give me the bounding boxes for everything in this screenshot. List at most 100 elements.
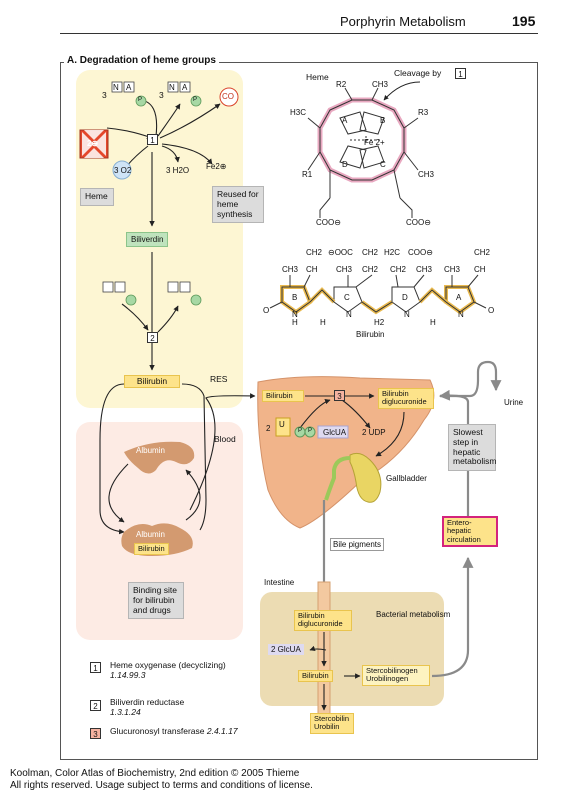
heme-fe: Fe 2+ xyxy=(364,138,385,147)
albumin-bottom-label: Albumin xyxy=(136,530,165,539)
step-1-box: 1 xyxy=(147,134,158,145)
liver-diglucuronide-box: Bilirubin diglucuronide xyxy=(378,388,434,409)
co-label: CO xyxy=(222,92,234,101)
br-n-4: N xyxy=(458,310,464,319)
gallbladder-shape xyxy=(349,452,382,503)
br-ring-a: A xyxy=(456,293,462,302)
step-2-box: 2 xyxy=(147,332,158,343)
page-number: 195 xyxy=(512,13,536,29)
br-o-right: O xyxy=(488,306,495,315)
legend-2-num: 2 xyxy=(90,700,101,711)
arrow-enterohepatic-up xyxy=(431,556,474,678)
binding-site-callout: Binding site for bilirubin and drugs xyxy=(128,582,184,620)
heme-molecule xyxy=(307,87,419,218)
heme-ring-a: A xyxy=(342,116,348,125)
br-h2: H2 xyxy=(374,318,385,327)
arrow-to-gallbladder xyxy=(375,411,405,457)
slowest-step-callout: Slowest step in hepatic metabolism xyxy=(448,424,496,472)
arrow-h2o xyxy=(161,145,180,163)
br-o-left: O xyxy=(263,306,270,315)
br-h2c: H2C xyxy=(384,248,401,257)
arrow-res-to-blood xyxy=(181,383,207,531)
count-3-right: 3 xyxy=(159,90,164,100)
o2-label: 3 O2 xyxy=(114,166,132,175)
heme-r1: R1 xyxy=(302,170,313,179)
arrow-to-pyrrole-right xyxy=(157,103,181,137)
albumin-top-shape xyxy=(124,441,195,474)
arrow-albumin-loop-right xyxy=(185,469,201,521)
br-n-1: N xyxy=(292,310,298,319)
br-ch-1: CH xyxy=(306,265,318,274)
stercobilinogen-box: Stercobilinogen Urobilinogen xyxy=(362,665,430,686)
pyrrole-n-2: N xyxy=(169,83,175,92)
br-ring-b: B xyxy=(292,293,298,302)
gallbladder-label: Gallbladder xyxy=(386,474,427,483)
fe2-label: Fe2⊕ xyxy=(206,162,227,171)
cleavage-step-1: 1 xyxy=(455,68,466,79)
heme-callout: Heme xyxy=(80,188,114,206)
br-ring-d: D xyxy=(402,293,408,302)
footer-line1: Koolman, Color Atlas of Biochemistry, 2n… xyxy=(10,768,300,779)
legend-1: Heme oxygenase (decyclizing) 1.14.99.3 xyxy=(110,660,226,681)
heme-coo-left: COO⊖ xyxy=(316,218,341,227)
bacterial-label: Bacterial metabolism xyxy=(376,610,451,619)
udp-p2: P xyxy=(308,428,313,434)
br-ring-c: C xyxy=(344,293,350,302)
br-n-2: N xyxy=(346,310,352,319)
arrow-bilirubin-to-albumin xyxy=(99,383,125,535)
header-rule xyxy=(60,33,538,34)
o2-circle xyxy=(112,160,132,180)
arrow-to-urine xyxy=(440,360,502,398)
arrow-heme-to-step1 xyxy=(106,127,153,139)
pyrrole-n-1: N xyxy=(113,83,119,92)
liver-bilirubin-box: Bilirubin xyxy=(262,390,304,403)
reused-callout: Reused for heme synthesis xyxy=(212,186,264,224)
arrow-fe xyxy=(161,143,213,165)
br-h-2: H xyxy=(320,318,326,327)
br-ch3-3: CH3 xyxy=(416,265,433,274)
pyrrole-icons xyxy=(102,81,191,293)
heme-ring-c: C xyxy=(380,160,386,169)
h2o-label: 3 H2O xyxy=(166,166,190,175)
br-h-1: H xyxy=(292,318,298,327)
heme-ch3-top: CH3 xyxy=(372,80,389,89)
section-title: A. Degradation of heme groups xyxy=(64,55,219,66)
arrow-glcua-out xyxy=(309,645,327,652)
co-circle xyxy=(219,87,239,107)
glcua-released: 2 GlcUA xyxy=(268,644,304,656)
br-ch-2: CH xyxy=(474,265,486,274)
legend-3: Glucuronosyl transferase 2.4.1.17 xyxy=(110,726,238,736)
heme-title: Heme xyxy=(306,72,329,82)
copyright-footer: Koolman, Color Atlas of Biochemistry, 2n… xyxy=(10,768,313,792)
albumin-bilirubin-box: Bilirubin xyxy=(134,543,169,556)
legend-1-num: 1 xyxy=(90,662,101,673)
pyrrole-p-2: P xyxy=(193,97,198,103)
heme-ring-b: B xyxy=(380,116,386,125)
blood-label: Blood xyxy=(214,434,236,444)
bile-pigments-box: Bile pigments xyxy=(330,538,385,552)
br-ch2-2: CH2 xyxy=(362,248,379,257)
bile-duct xyxy=(324,456,351,501)
albumin-top-label: Albumin xyxy=(136,446,165,455)
br-ch2-5: CH2 xyxy=(390,265,407,274)
br-n-3: N xyxy=(404,310,410,319)
footer-line2: All rights reserved. Usage subject to te… xyxy=(10,780,313,791)
br-ooc: ⊖OOC xyxy=(328,248,353,257)
intestine-diglucuronide-box: Bilirubin diglucuronide xyxy=(294,610,352,631)
page-title: Porphyrin Metabolism xyxy=(340,14,466,29)
udp-released: 2 UDP xyxy=(362,428,386,437)
arrow-nadp-out xyxy=(157,305,179,333)
figure-frame xyxy=(60,62,538,760)
arrow-nadph-in xyxy=(121,303,149,331)
bilirubin-res-box: Bilirubin xyxy=(124,375,180,389)
br-h-3: H xyxy=(430,318,436,327)
step-3-box: 3 xyxy=(334,390,345,401)
br-ch2-3: CH2 xyxy=(474,248,491,257)
br-ch3-2: CH3 xyxy=(336,265,353,274)
count-3-left: 3 xyxy=(102,90,107,100)
udp-count: 2 xyxy=(266,424,271,433)
heme-h3c: H3C xyxy=(290,108,307,117)
br-ch2-1: CH2 xyxy=(306,248,323,257)
cleavage-label: Cleavage by xyxy=(394,68,442,78)
